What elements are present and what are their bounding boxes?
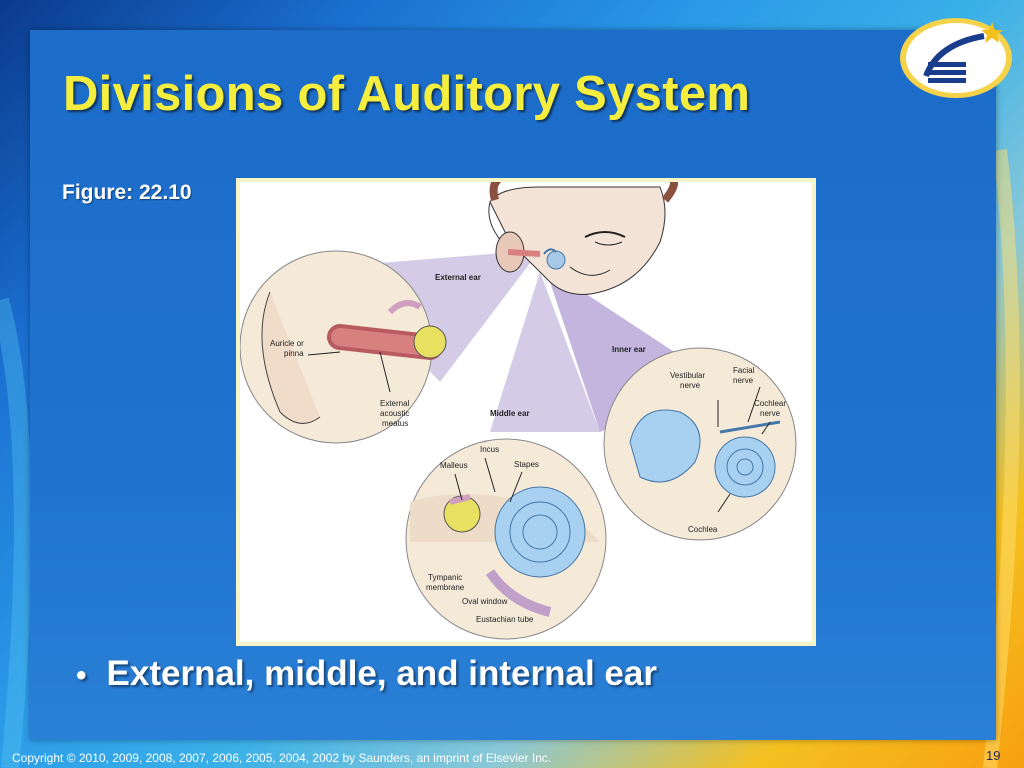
label-facial-2: nerve — [733, 376, 754, 385]
label-external-acoustic-3: meatus — [382, 419, 408, 428]
label-external-acoustic-1: External — [380, 399, 410, 408]
label-facial-1: Facial — [733, 366, 755, 375]
ear-diagram: Auricle or pinna External acoustic meatu… — [240, 182, 797, 640]
label-cochlea: Cochlea — [688, 525, 718, 534]
label-malleus: Malleus — [440, 461, 468, 470]
label-vestibular-2: nerve — [680, 381, 701, 390]
label-external-acoustic-2: acoustic — [380, 409, 409, 418]
label-vestibular-1: Vestibular — [670, 371, 705, 380]
label-oval-window: Oval window — [462, 597, 508, 606]
label-middle-ear: Middle ear — [490, 409, 530, 418]
label-inner-ear: Inner ear — [612, 345, 646, 354]
page-number: 19 — [986, 748, 1001, 763]
label-eustachian-tube: Eustachian tube — [476, 615, 534, 624]
label-cochlear-2: nerve — [760, 409, 781, 418]
ear-anatomy-figure: Auricle or pinna External acoustic meatu… — [240, 182, 812, 642]
label-incus: Incus — [480, 445, 499, 454]
label-cochlear-1: Cochlear — [754, 399, 786, 408]
bullet-item: • External, middle, and internal ear — [76, 654, 657, 694]
label-auricle: Auricle or — [270, 339, 304, 348]
figure-caption: Figure: 22.10 — [62, 181, 192, 204]
label-stapes: Stapes — [514, 460, 539, 469]
bullet-text: External, middle, and internal ear — [106, 654, 657, 693]
copyright-footer: Copyright © 2010, 2009, 2008, 2007, 2006… — [12, 751, 552, 765]
label-external-ear: External ear — [435, 273, 481, 282]
publisher-logo — [898, 14, 1016, 100]
slide-title: Divisions of Auditory System — [63, 67, 751, 121]
label-pinna: pinna — [284, 349, 304, 358]
label-tympanic-2: membrane — [426, 583, 465, 592]
figure-frame: Auricle or pinna External acoustic meatu… — [236, 178, 816, 646]
label-tympanic-1: Tympanic — [428, 573, 462, 582]
bullet-dot: • — [76, 659, 87, 692]
